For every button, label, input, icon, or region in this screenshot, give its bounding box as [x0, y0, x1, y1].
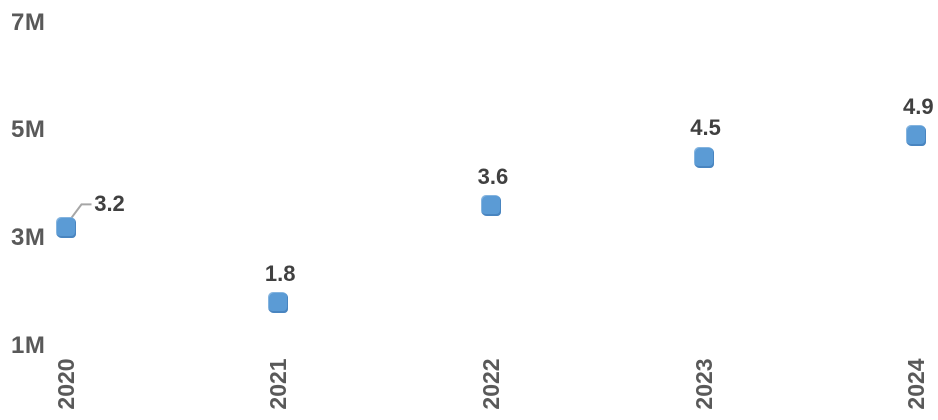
x-tick-label: 2023 [690, 358, 717, 410]
x-tick-label: 2022 [477, 358, 504, 410]
y-tick-label: 1M [11, 332, 46, 359]
data-point-label: 3.6 [477, 163, 509, 189]
x-tick-label: 2024 [902, 358, 929, 410]
y-tick-label: 3M [11, 224, 46, 252]
data-point-label: 4.9 [903, 93, 934, 119]
data-point-label: 4.5 [690, 115, 721, 141]
data-point-label: 1.8 [264, 260, 296, 286]
data-point-marker [906, 125, 927, 147]
x-tick-label: 2020 [52, 358, 78, 410]
data-point-marker [693, 146, 714, 168]
data-point-label: 3.2 [94, 191, 125, 217]
data-point-marker [480, 195, 501, 217]
x-tick-label: 2021 [264, 358, 291, 410]
data-point-marker [55, 216, 76, 238]
data-point-marker [268, 292, 289, 314]
y-tick-label: 5M [11, 116, 46, 144]
y-tick-label: 7M [11, 8, 46, 36]
